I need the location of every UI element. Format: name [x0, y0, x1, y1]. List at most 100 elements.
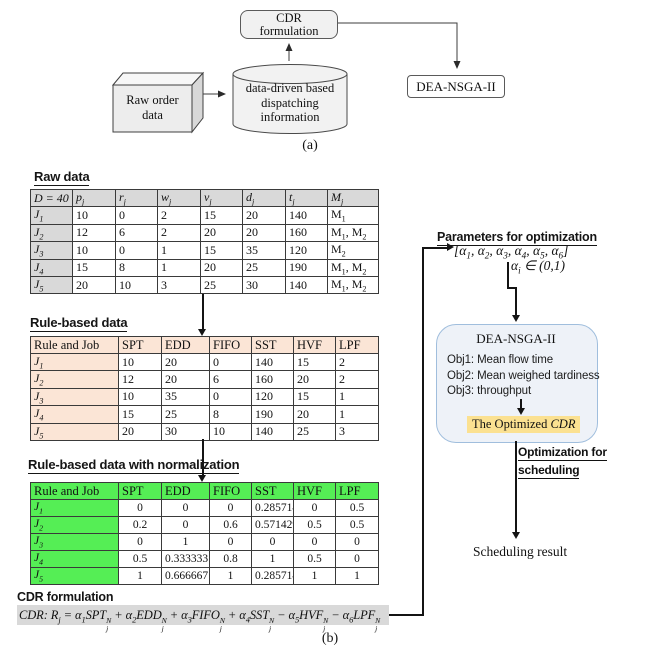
table-cell: 2 — [335, 370, 379, 389]
params-heading: Parameters for optimization — [437, 230, 597, 246]
column-header: LPF — [335, 482, 379, 500]
database-cylinder-body — [232, 74, 348, 134]
arrow-rule-to-norm — [202, 439, 204, 476]
row-label: J1 — [30, 499, 119, 517]
table-cell: 2 — [335, 352, 379, 372]
table-cell: M1, M2 — [327, 258, 379, 277]
table-cell: 6 — [209, 370, 252, 389]
table-cell: 8 — [209, 405, 252, 424]
table-cell: 190 — [285, 258, 328, 277]
table-cell: 120 — [251, 387, 294, 407]
column-header: dj — [242, 188, 286, 208]
part-b-label: (b) — [321, 631, 339, 646]
column-header: SST — [251, 482, 294, 500]
table-cell: 0 — [209, 533, 252, 551]
row-label: J1 — [30, 352, 119, 372]
alpha-vector: [α1, α2, α3, α4, α5, α6] — [454, 243, 569, 261]
table-cell: 15 — [293, 352, 336, 372]
column-header: pj — [72, 188, 116, 208]
table-cell: 0 — [161, 499, 210, 517]
table-cell: 30 — [161, 422, 210, 441]
column-header: HVF — [293, 336, 336, 354]
table-cell: 0 — [335, 550, 379, 568]
table-cell: 25 — [200, 275, 243, 295]
raw-data-heading: Raw data — [34, 169, 90, 186]
table-cell: 8 — [115, 258, 158, 277]
table-cell: 10 — [209, 422, 252, 441]
table-cell: 0 — [115, 206, 158, 225]
table-cell: 0.5 — [335, 499, 379, 517]
table-cell: 35 — [242, 241, 286, 260]
table-cell: 30 — [242, 275, 286, 295]
row-label: J1 — [30, 206, 73, 225]
table-cell: 0.5 — [335, 516, 379, 534]
table-cell: 10 — [118, 352, 162, 372]
table-cell: 6 — [115, 223, 158, 243]
table-cell: 0.2 — [118, 516, 162, 534]
table-cell: 10 — [72, 241, 116, 260]
table-cell: 0.666667 — [161, 567, 210, 585]
table-cell: M1, M2 — [327, 223, 379, 243]
arrow-to-result — [515, 441, 517, 533]
column-header: Rule and Job — [30, 482, 119, 500]
table-cell: 0.333333 — [161, 550, 210, 568]
table-cell: 2 — [157, 223, 201, 243]
part-a-shapes — [111, 22, 461, 134]
column-header: SPT — [118, 482, 162, 500]
arrow-raw-to-rule-head — [198, 329, 206, 336]
cdr-node-line1: CDR — [276, 11, 302, 25]
table-cell: 140 — [285, 275, 328, 295]
column-header: SST — [251, 336, 294, 354]
column-header: FIFO — [209, 336, 252, 354]
table-cell: 15 — [72, 258, 116, 277]
table-cell: 15 — [118, 405, 162, 424]
table-cell: 140 — [251, 352, 294, 372]
table-cell: 0 — [209, 352, 252, 372]
table-cell: 3 — [157, 275, 201, 295]
table-cell: M1, M2 — [327, 275, 379, 295]
dea-optimizer-title: DEA-NSGA-II — [476, 331, 556, 346]
column-header: Rule and Job — [30, 336, 119, 354]
part-a-label: (a) — [302, 138, 318, 153]
arrow-to-result-head — [512, 532, 520, 539]
table-cell: 190 — [251, 405, 294, 424]
table-cell: 3 — [335, 422, 379, 441]
column-header: vj — [200, 188, 243, 208]
cdr-node-line2: formulation — [259, 24, 319, 38]
table-cell: 20 — [161, 352, 210, 372]
table-cell: 140 — [285, 206, 328, 225]
column-header: D = 40 — [30, 188, 73, 208]
table-cell: 0 — [293, 533, 336, 551]
table-cell: 140 — [251, 422, 294, 441]
table-cell: 0 — [293, 499, 336, 517]
table-cell: 20 — [161, 370, 210, 389]
table-cell: 0.5 — [293, 516, 336, 534]
table-cell: 10 — [118, 387, 162, 407]
row-label: J3 — [30, 533, 119, 551]
row-label: J5 — [30, 275, 73, 295]
column-header: LPF — [335, 336, 379, 354]
table-cell: 15 — [293, 387, 336, 407]
table-cell: 0.5 — [118, 550, 162, 568]
table-cell: 12 — [72, 223, 116, 243]
dea-nsga-node: DEA-NSGA-II — [407, 75, 505, 98]
column-header: FIFO — [209, 482, 252, 500]
objective-2: Obj2: Mean weighed tardiness — [447, 369, 600, 382]
table-cell: 160 — [251, 370, 294, 389]
cdr-formulation-node: CDR formulation — [240, 10, 338, 39]
cdr-italic: CDR — [550, 417, 576, 431]
